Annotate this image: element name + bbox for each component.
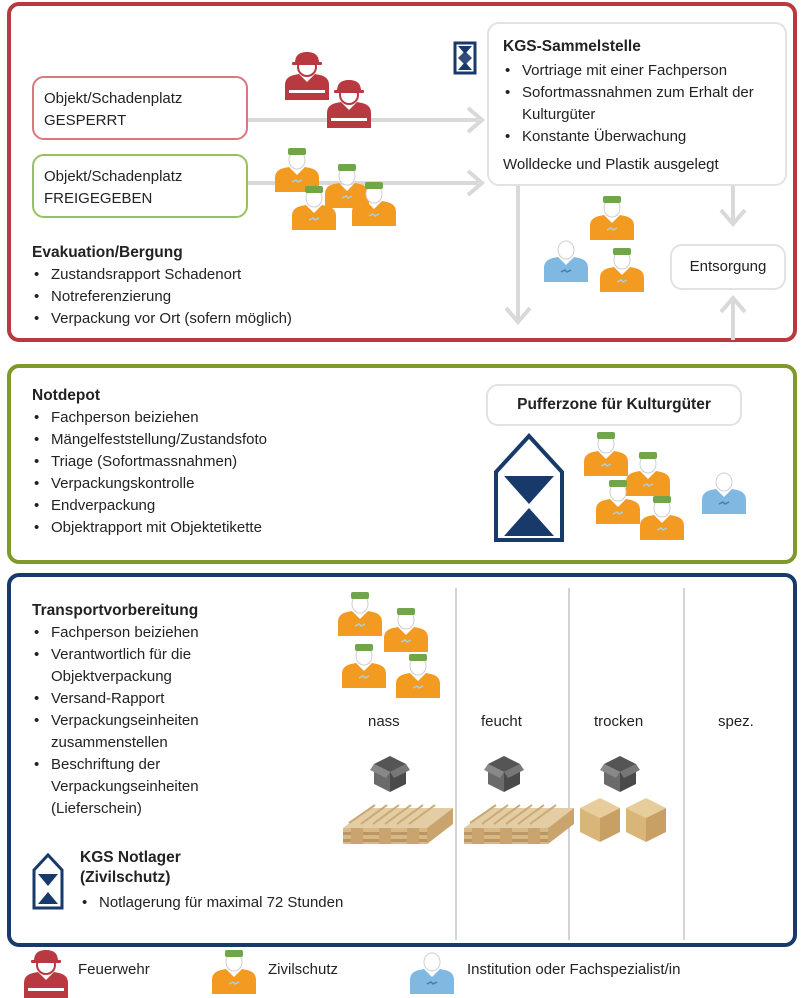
legend-civil-protection-label: Zivilschutz xyxy=(268,961,339,978)
column-divider xyxy=(683,588,685,940)
specialist-icon xyxy=(543,240,589,283)
list-item: Zustandsrapport Schadenort xyxy=(32,264,292,286)
buffer-zone-label: Pufferzone für Kulturgüter xyxy=(517,396,711,413)
locked-site-line1: Objekt/Schadenplatz xyxy=(44,90,183,107)
released-site-box: Objekt/Schadenplatz FREIGEGEBEN xyxy=(32,154,248,218)
evacuation-list: Zustandsrapport Schadenort Notreferenzie… xyxy=(32,264,292,330)
civil-protection-icon xyxy=(599,247,645,293)
storage-title-line1: KGS Notlager xyxy=(80,849,181,866)
kgs-shelter-icon xyxy=(32,852,64,910)
civil-protection-icon xyxy=(383,607,429,653)
list-item: Konstante Überwachung xyxy=(503,126,771,148)
list-item: Endverpackung xyxy=(32,495,267,517)
locked-site-box: Objekt/Schadenplatz GESPERRT xyxy=(32,76,248,140)
locked-site-line2: GESPERRT xyxy=(44,112,127,129)
list-item: Triage (Sofortmassnahmen) xyxy=(32,451,267,473)
released-site-line2: FREIGEGEBEN xyxy=(44,190,153,207)
box-icon xyxy=(600,756,640,792)
collection-point-title: KGS-Sammelstelle xyxy=(503,38,641,55)
pallet-icon xyxy=(463,804,575,845)
firefighter-icon xyxy=(326,79,372,129)
civil-protection-icon xyxy=(595,479,641,525)
list-item: Objektrapport mit Objektetikette xyxy=(32,517,267,539)
specialist-icon xyxy=(701,472,747,515)
civil-protection-icon xyxy=(351,181,397,227)
civil-protection-icon xyxy=(395,653,441,699)
transport-title: Transportvorbereitung xyxy=(32,602,199,619)
collection-point-box: KGS-Sammelstelle Vortriage mit einer Fac… xyxy=(487,22,787,186)
firefighter-icon xyxy=(284,51,330,101)
disposal-label: Entsorgung xyxy=(689,258,767,275)
pallet-icon xyxy=(342,804,454,845)
civil-protection-icon xyxy=(639,495,685,541)
category-damp: feucht xyxy=(481,713,522,730)
list-item: Vortriage mit einer Fachperson xyxy=(503,60,771,82)
list-item: Verantwortlich für die Objektverpackung xyxy=(32,644,262,688)
column-divider xyxy=(568,588,570,940)
civil-protection-icon xyxy=(341,643,387,689)
firefighter-icon xyxy=(23,949,69,998)
evacuation-title: Evakuation/Bergung xyxy=(32,244,183,261)
released-site-line1: Objekt/Schadenplatz xyxy=(44,168,183,185)
transport-list: Fachperson beiziehen Verantwortlich für … xyxy=(32,622,262,820)
storage-list: Notlagerung für maximal 72 Stunden xyxy=(80,892,343,914)
box-icon xyxy=(484,756,524,792)
cardboard-box-icon xyxy=(626,798,666,842)
civil-protection-icon xyxy=(211,949,257,995)
emergency-depot-list: Fachperson beiziehen Mängelfeststellung/… xyxy=(32,407,267,539)
civil-protection-icon xyxy=(583,431,629,477)
civil-protection-icon xyxy=(291,185,337,231)
list-item: Fachperson beiziehen xyxy=(32,407,267,429)
box-icon xyxy=(370,756,410,792)
kgs-shelter-icon xyxy=(494,433,564,542)
column-divider xyxy=(455,588,457,940)
storage-title-line2: (Zivilschutz) xyxy=(80,869,171,886)
list-item: Verpackung vor Ort (sofern möglich) xyxy=(32,308,292,330)
list-item: Mängelfeststellung/Zustandsfoto xyxy=(32,429,267,451)
list-item: Verpackungskontrolle xyxy=(32,473,267,495)
list-item: Fachperson beiziehen xyxy=(32,622,262,644)
category-dry: trocken xyxy=(594,713,644,730)
civil-protection-icon xyxy=(589,195,635,241)
civil-protection-icon xyxy=(337,591,383,637)
legend-specialist-label: Institution oder Fachspezialist/in xyxy=(467,961,681,978)
list-item: Sofortmassnahmen zum Erhalt der Kulturgü… xyxy=(503,82,771,126)
cardboard-box-icon xyxy=(580,798,620,842)
list-item: Notlagerung für maximal 72 Stunden xyxy=(80,892,343,914)
collection-point-list: Vortriage mit einer Fachperson Sofortmas… xyxy=(503,60,771,148)
kgs-shield-icon xyxy=(453,41,477,75)
list-item: Beschriftung der Verpackungseinheiten (L… xyxy=(32,754,262,820)
list-item: Verpackungseinheiten zusammenstellen xyxy=(32,710,262,754)
legend-firefighter-label: Feuerwehr xyxy=(78,961,150,978)
list-item: Notreferenzierung xyxy=(32,286,292,308)
buffer-zone-box: Pufferzone für Kulturgüter xyxy=(486,384,742,426)
emergency-depot-title: Notdepot xyxy=(32,387,101,404)
specialist-icon xyxy=(409,952,455,995)
category-special: spez. xyxy=(718,713,754,730)
disposal-box: Entsorgung xyxy=(670,244,786,290)
list-item: Versand-Rapport xyxy=(32,688,262,710)
collection-point-note: Wolldecke und Plastik ausgelegt xyxy=(503,156,719,173)
category-wet: nass xyxy=(368,713,400,730)
